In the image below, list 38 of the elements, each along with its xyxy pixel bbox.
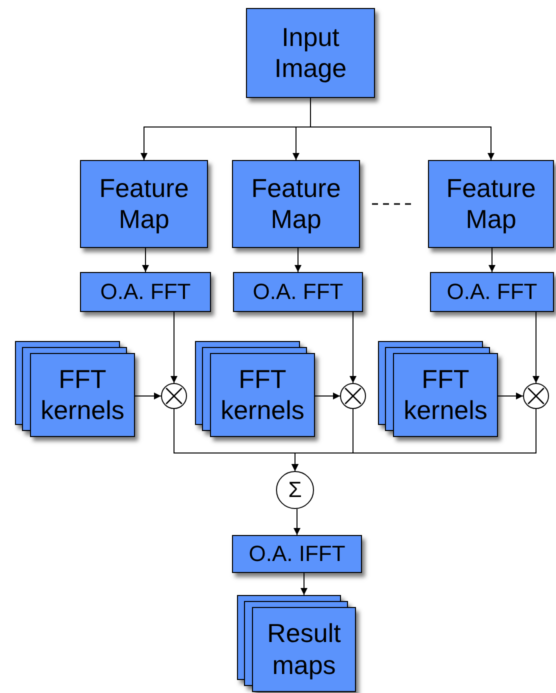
arrow: [170, 312, 178, 384]
arrow: [310, 98, 494, 160]
node-label: FFT kernels: [220, 364, 306, 426]
node-label: FFT kernels: [402, 364, 488, 426]
node-label: O.A. FFT: [446, 278, 538, 306]
kernel-stack: [15, 341, 135, 437]
arrow: [532, 312, 540, 384]
arrow: [498, 392, 524, 400]
node-label: Feature Map: [250, 172, 342, 236]
arrow: [314, 392, 340, 400]
input-box: [246, 8, 375, 98]
arrow: [350, 312, 356, 384]
feature-map-box: [80, 160, 208, 248]
node-label: O.A. FFT: [100, 278, 191, 306]
node-label: FFT kernels: [40, 364, 126, 426]
fft-box: [233, 272, 363, 312]
arrow: [294, 248, 302, 272]
arrow: [292, 408, 536, 472]
node-label: Feature Map: [445, 172, 537, 236]
ifft-box: [232, 535, 362, 573]
fft-box: [430, 272, 554, 312]
node-label: Result maps: [266, 618, 342, 681]
arrow: [488, 248, 496, 272]
arrow: [134, 392, 162, 400]
node-label: Σ: [288, 476, 302, 504]
fft-box: [80, 272, 211, 312]
node-label: O.A. FFT: [252, 278, 344, 306]
node-label: Input Image: [273, 22, 348, 84]
result-stack: [237, 595, 356, 692]
node-label: Feature Map: [98, 172, 190, 236]
arrow: [300, 572, 308, 596]
arrow: [294, 508, 300, 536]
kernel-stack: [378, 341, 498, 437]
arrow: [142, 248, 149, 272]
feature-map-box: [232, 160, 360, 248]
feature-map-box: [428, 160, 554, 248]
node-label: O.A. IFFT: [248, 540, 346, 568]
kernel-stack: [195, 341, 315, 437]
